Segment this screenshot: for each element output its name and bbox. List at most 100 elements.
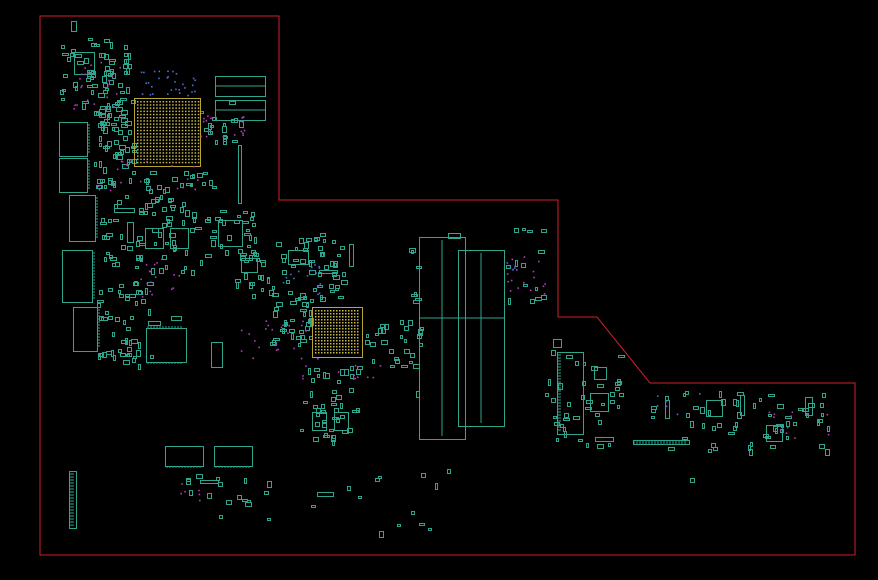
smd-part: [180, 183, 184, 188]
bga-ball: [175, 123, 177, 125]
smd-part: [129, 340, 132, 346]
smd-part: [254, 237, 257, 244]
bga-ball: [351, 322, 353, 324]
bga-ball: [197, 161, 200, 164]
bga-ball: [324, 316, 326, 318]
smd-part: [150, 171, 157, 175]
bga-ball: [159, 101, 161, 103]
bga-ball: [162, 120, 165, 122]
bga-ball: [165, 120, 168, 122]
bga-ball: [181, 117, 184, 119]
via: [141, 296, 144, 298]
bga-ball: [146, 155, 149, 157]
smd-part: [154, 242, 157, 246]
smd-part: [798, 408, 804, 411]
bga-ball: [172, 142, 174, 145]
smd-part: [389, 349, 394, 354]
via: [182, 83, 184, 86]
bga-ball: [351, 319, 353, 321]
smd-part: [118, 349, 122, 353]
via: [306, 275, 309, 277]
bga-ball: [194, 107, 197, 109]
via: [198, 489, 200, 492]
bga-ball: [149, 161, 152, 164]
bga-ball: [342, 343, 344, 345]
bga-ball: [318, 325, 320, 327]
smd-part: [133, 356, 137, 359]
bga-ball: [315, 322, 317, 324]
bga-ball: [330, 328, 332, 330]
via: [186, 178, 189, 181]
smd-part: [372, 359, 375, 364]
bga-ball: [324, 325, 326, 327]
bga-ball: [149, 129, 152, 132]
smd-part: [101, 218, 105, 223]
via: [111, 75, 114, 78]
smd-part: [62, 89, 66, 92]
smd-part: [418, 329, 423, 336]
via: [153, 263, 156, 266]
connector-left-1: [59, 122, 88, 157]
bga-ball: [159, 149, 161, 151]
bga-ball: [315, 316, 317, 318]
smd-part: [157, 185, 162, 190]
bga-ball: [169, 149, 171, 151]
smd-part: [522, 228, 526, 231]
bga-ball: [172, 126, 174, 129]
bga-ball: [153, 101, 155, 103]
ram-slot-1: [419, 237, 466, 440]
bga-ball: [357, 322, 359, 324]
smd-part: [220, 210, 227, 213]
smd-part: [553, 416, 557, 419]
smd-part: [148, 309, 151, 316]
via: [121, 161, 124, 163]
bga-ball: [140, 139, 142, 141]
smd-part: [575, 361, 579, 366]
bga-ball: [336, 313, 338, 315]
smd-part: [506, 265, 511, 269]
via: [242, 132, 244, 135]
smd-part: [171, 207, 175, 211]
bga-ball: [146, 120, 149, 122]
via: [366, 376, 369, 379]
bga-ball: [156, 104, 158, 106]
via: [79, 78, 81, 80]
via: [271, 328, 274, 331]
bga-ball: [178, 142, 181, 145]
bga-ball: [185, 107, 187, 109]
bga-ball: [181, 126, 184, 129]
smd-part: [305, 326, 310, 331]
bga-ball: [354, 349, 356, 351]
bga-ball: [327, 340, 329, 342]
smd-part: [309, 318, 314, 322]
bga-ball: [339, 310, 341, 312]
smd-part: [127, 246, 133, 251]
via: [171, 288, 173, 291]
bga-ball: [156, 142, 158, 145]
smd-part: [120, 150, 124, 155]
ic-mid-left-1: [145, 228, 164, 249]
bga-ball: [172, 145, 174, 148]
bga-ball: [137, 133, 139, 135]
smd-part: [585, 407, 592, 410]
smd-part: [106, 252, 110, 255]
bga-ball: [342, 334, 344, 336]
bga-ball: [143, 149, 145, 151]
bga-ball: [137, 117, 139, 119]
bga-ball: [165, 101, 168, 103]
via: [656, 395, 659, 398]
smd-part: [92, 84, 98, 88]
bga-ball: [324, 346, 326, 348]
smd-part: [556, 438, 559, 442]
smd-part: [123, 320, 126, 325]
bga-ball: [197, 120, 200, 122]
smd-part: [100, 222, 107, 225]
smd-part: [254, 253, 259, 257]
via: [242, 116, 245, 119]
bga-ball: [342, 331, 344, 333]
smd-part: [108, 316, 113, 320]
smd-part: [558, 383, 563, 390]
bga-ball: [324, 349, 326, 351]
